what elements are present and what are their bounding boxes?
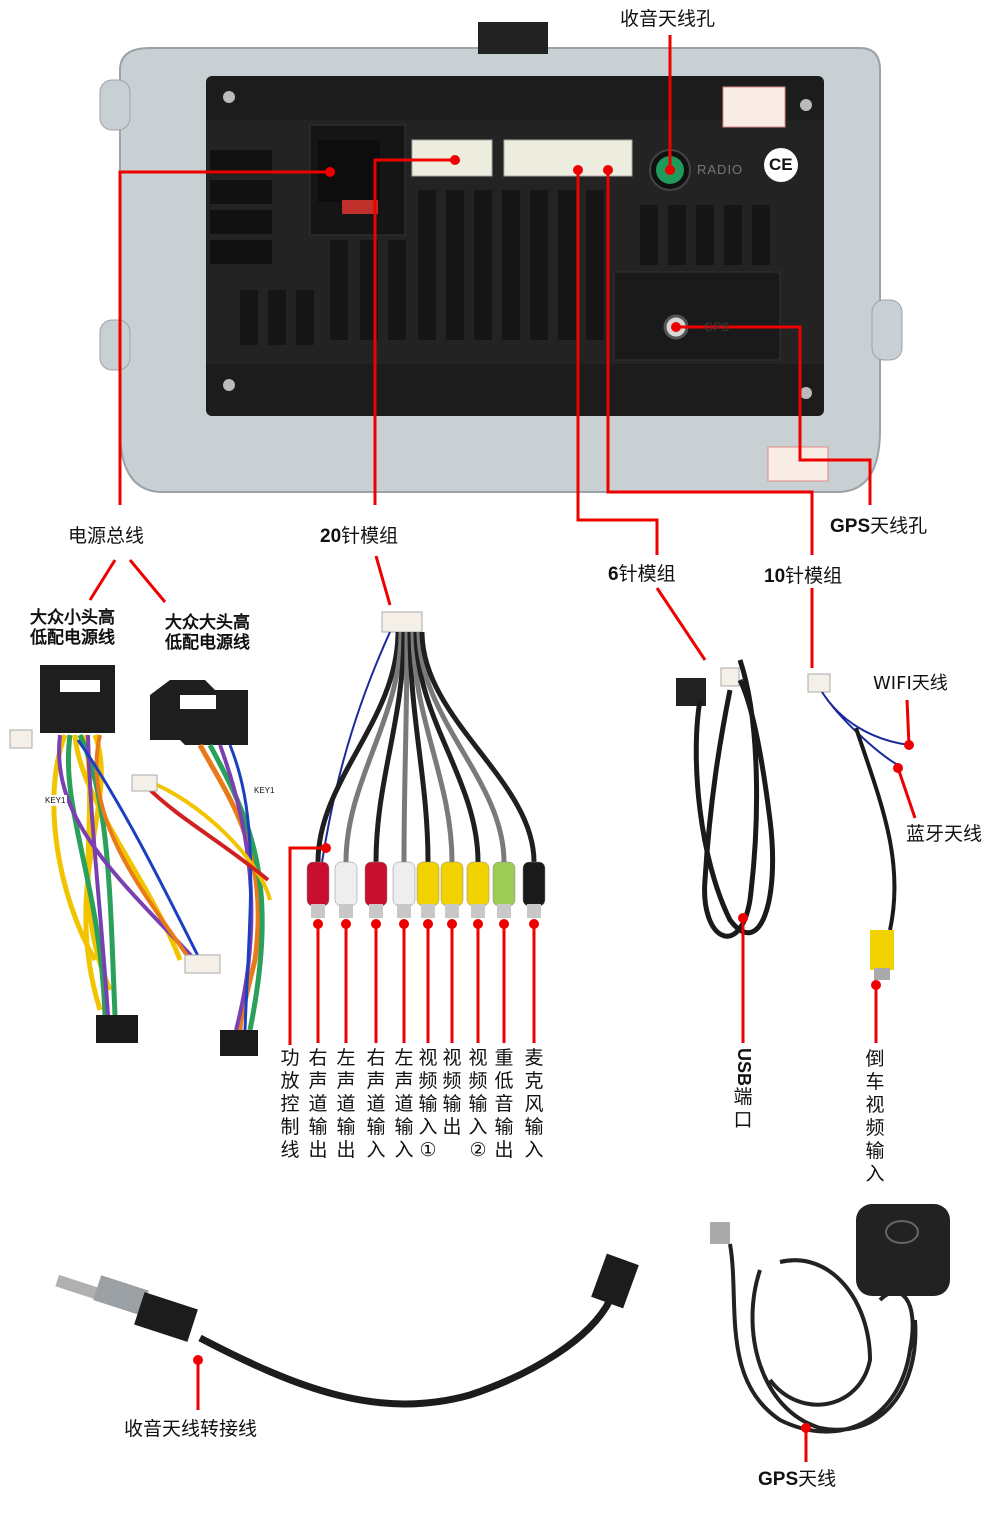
- rca-plug-tip: [527, 904, 541, 918]
- harness-tag: KEY1: [252, 785, 277, 796]
- label-vw-small-line1: 大众小头高: [30, 608, 115, 628]
- rca-plug: [364, 861, 388, 907]
- rca-plug: [466, 861, 490, 907]
- label-20pin-num: 20: [320, 526, 342, 547]
- label-radio-antenna-adapter: 收音天线转接线: [124, 1418, 258, 1440]
- power-harness-small: [9, 665, 221, 1043]
- rca-label: 重低音输出: [494, 1047, 514, 1161]
- radio-port-label: RADIO: [697, 162, 744, 177]
- rca-cable-bundle: [306, 611, 546, 918]
- rca-leader-dot: [473, 919, 483, 929]
- label-gps-antenna-text: 天线: [798, 1468, 837, 1490]
- rca-leader-dot: [447, 919, 457, 929]
- rca-plug: [306, 861, 330, 907]
- rca-leader-dot: [399, 919, 409, 929]
- head-unit: [99, 22, 903, 493]
- label-usb-text: 端口: [733, 1086, 753, 1132]
- rca-lead-wire: [410, 631, 455, 863]
- label-radio-antenna-port: 收音天线孔: [620, 8, 716, 30]
- rca-plug: [522, 861, 546, 907]
- rca-lead-wire: [373, 631, 407, 863]
- label-10pin-module: 10针模组: [764, 565, 842, 588]
- label-vw-large-line1: 大众大头高: [165, 613, 250, 633]
- rca-label: 视频输入①: [418, 1047, 438, 1161]
- gps-port-label: GPS: [704, 320, 730, 334]
- rca-label: 麦克风输入: [524, 1047, 544, 1161]
- label-power-bus: 电源总线: [68, 525, 145, 547]
- power-harness-large: [131, 680, 272, 1056]
- rca-label: 右声道输出: [308, 1047, 328, 1161]
- rca-plug: [392, 861, 416, 907]
- radio-antenna-adapter-cable: [55, 1253, 639, 1408]
- rca-lead-wire: [416, 631, 507, 863]
- label-gps-antenna: GPS天线: [758, 1468, 836, 1491]
- rca-plug-tip: [311, 904, 325, 918]
- label-gps-port-num: GPS: [830, 516, 871, 537]
- rca-plug: [440, 861, 464, 907]
- rca-label: 右声道输入: [366, 1047, 386, 1161]
- rca-lead-wire: [315, 631, 401, 863]
- rca-lead-wire: [401, 631, 410, 863]
- label-20pin-text: 针模组: [341, 525, 399, 547]
- rca-plug-tip: [339, 904, 353, 918]
- rca-plug: [416, 861, 440, 907]
- rca-plug: [492, 861, 516, 907]
- wifi-bt-reverse-cable: [807, 673, 911, 980]
- rca-lead-wire: [419, 631, 537, 863]
- rca-plug: [334, 861, 358, 907]
- label-6pin-module: 6针模组: [608, 563, 676, 586]
- label-vw-small-harness: 大众小头高 低配电源线: [30, 608, 115, 648]
- rca-leader-dot: [529, 919, 539, 929]
- label-reverse-video-input: 倒车视频输入: [865, 1048, 885, 1185]
- usb-cable: [676, 659, 776, 939]
- rca-plug-tip: [497, 904, 511, 918]
- label-10pin-num: 10: [764, 566, 786, 587]
- rca-plug-tip: [421, 904, 435, 918]
- rca-lead-wire: [343, 631, 404, 863]
- label-6pin-num: 6: [608, 564, 619, 585]
- callout-leader-lines: [88, 35, 917, 1462]
- rca-leader-dot: [423, 919, 433, 929]
- rca-leader-dot: [313, 919, 323, 929]
- rca-plug-tip: [397, 904, 411, 918]
- rca-label: 左声道输出: [336, 1047, 356, 1161]
- ce-mark: CE: [769, 155, 793, 174]
- label-usb-num: USB: [734, 1048, 754, 1087]
- label-bluetooth-antenna: 蓝牙天线: [906, 823, 983, 845]
- rca-lead-wire: [407, 631, 431, 863]
- label-vw-large-line2: 低配电源线: [165, 633, 250, 653]
- label-gps-port-text: 天线孔: [870, 515, 928, 537]
- rca-leader-dot: [341, 919, 351, 929]
- rca-leader-dot: [371, 919, 381, 929]
- label-10pin-text: 针模组: [785, 565, 843, 587]
- rca-label: 视频输入②: [468, 1047, 488, 1161]
- label-6pin-text: 针模组: [618, 563, 676, 585]
- label-vw-small-line2: 低配电源线: [30, 628, 115, 648]
- label-wifi-antenna: WIFI天线: [873, 673, 948, 694]
- rca-leader-dot: [499, 919, 509, 929]
- label-gps-antenna-port: GPS天线孔: [830, 515, 927, 538]
- label-usb-port: USB 端口: [732, 1048, 754, 1132]
- rca-plug-tip: [445, 904, 459, 918]
- label-gps-antenna-num: GPS: [758, 1469, 799, 1490]
- label-20pin-module: 20针模组: [320, 525, 398, 548]
- rca-label: 视频输出: [442, 1047, 462, 1138]
- rca-label: 左声道输入: [394, 1047, 414, 1161]
- rca-label: 功放控制线: [280, 1047, 300, 1161]
- gps-antenna-cable: [710, 1204, 950, 1434]
- harness-tag: KEY1: [43, 795, 68, 806]
- rca-lead-wire: [413, 631, 481, 863]
- label-vw-large-harness: 大众大头高 低配电源线: [165, 613, 250, 653]
- rca-plug-tip: [369, 904, 383, 918]
- rca-plug-tip: [471, 904, 485, 918]
